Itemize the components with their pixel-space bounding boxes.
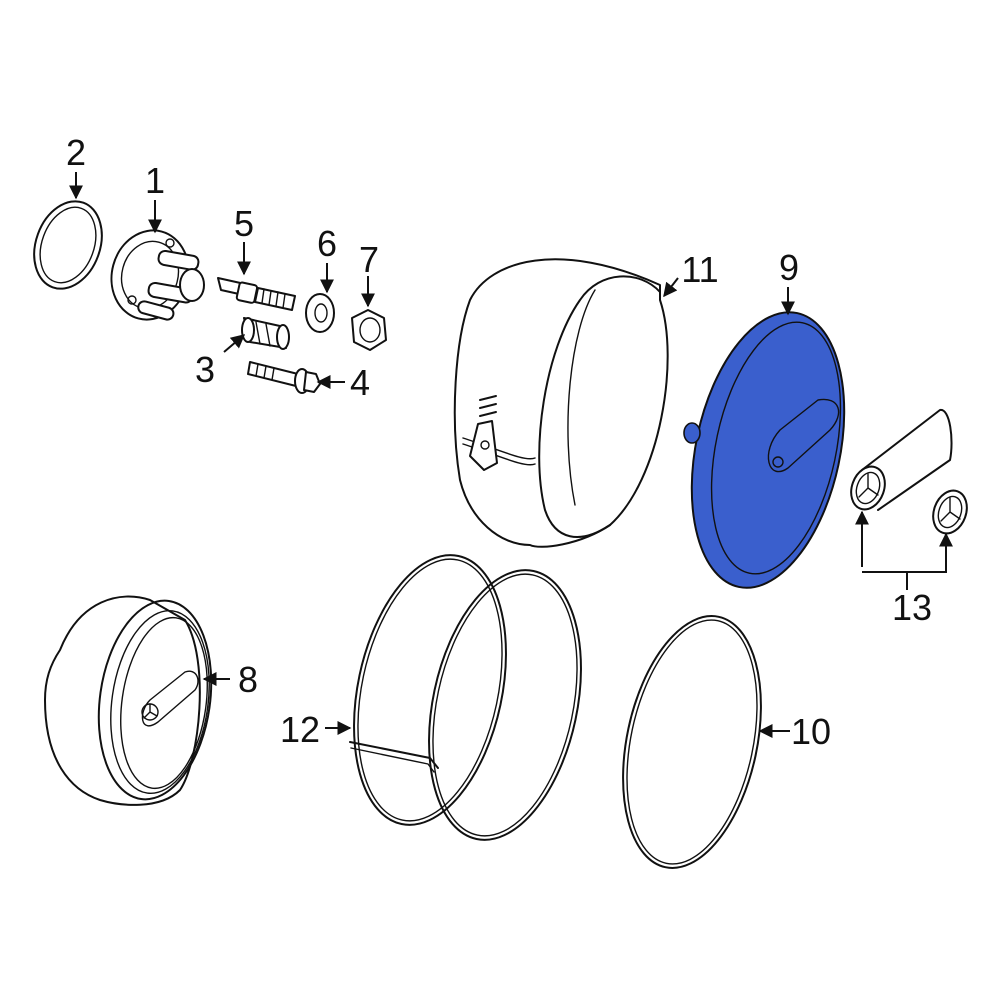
- callout-4: 4: [350, 362, 370, 403]
- part-1-mounting-bracket[interactable]: [102, 222, 205, 329]
- leader-11: [663, 277, 679, 298]
- part-11-cover-band[interactable]: [453, 258, 669, 548]
- part-10-large-seal[interactable]: [602, 603, 782, 880]
- callout-11: 11: [681, 249, 718, 290]
- callout-5: 5: [234, 203, 254, 244]
- part-8-spare-wheel-cover[interactable]: [44, 593, 223, 806]
- part-9-cover-panel[interactable]: [668, 298, 867, 602]
- callout-3: 3: [195, 349, 215, 390]
- leader-13-bracket: [861, 520, 947, 590]
- part-7-hex-nut[interactable]: [351, 309, 387, 351]
- callout-1: 1: [145, 160, 165, 201]
- callout-6: 6: [317, 223, 337, 264]
- callout-labels: 2 1 5 3 4 6 7 11 9 13 8 12 10: [66, 132, 932, 752]
- part-2-seal-ring[interactable]: [23, 192, 114, 298]
- part-5-threaded-stud[interactable]: [217, 277, 296, 311]
- callout-2: 2: [66, 132, 86, 173]
- part-12-cover-rings[interactable]: [331, 541, 604, 854]
- part-3-knob-nut[interactable]: [241, 317, 290, 350]
- callout-7: 7: [359, 239, 379, 280]
- part-4-bolt[interactable]: [247, 361, 321, 394]
- leader-lines: [69, 172, 953, 738]
- part-13-emblem-set[interactable]: [845, 409, 972, 538]
- callout-8: 8: [238, 659, 258, 700]
- callout-10: 10: [791, 711, 831, 752]
- callout-13: 13: [892, 587, 932, 628]
- leader-3: [223, 334, 246, 353]
- part-6-washer[interactable]: [305, 293, 335, 333]
- callout-12: 12: [280, 709, 320, 750]
- callout-9: 9: [779, 247, 799, 288]
